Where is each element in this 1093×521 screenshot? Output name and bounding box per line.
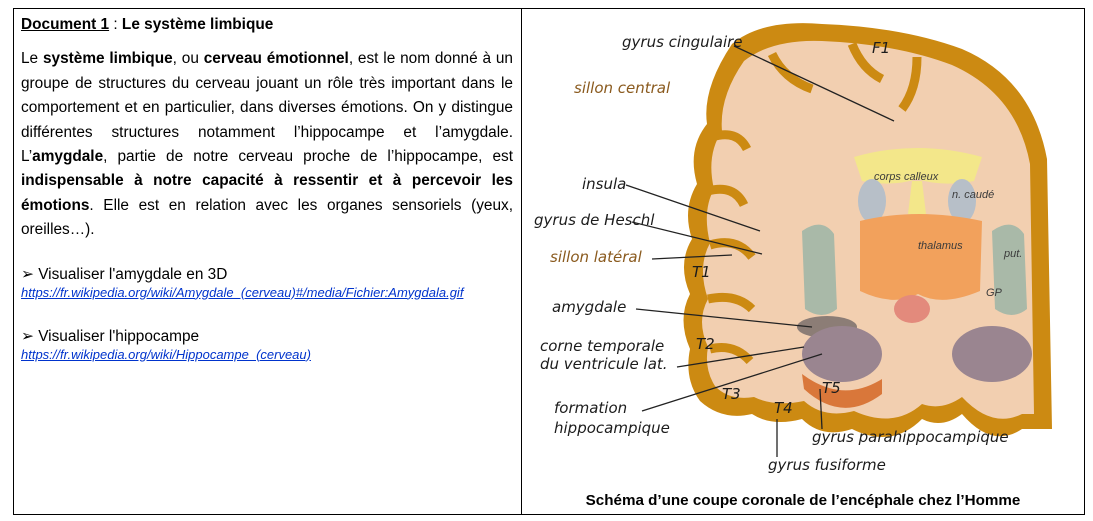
diagram-caption: Schéma d’une coupe coronale de l’encépha… bbox=[585, 492, 1021, 509]
link-amygdale[interactable]: https://fr.wikipedia.org/wiki/Amygdale_(… bbox=[21, 284, 464, 300]
intro-paragraph: Le système limbique, ou cerveau émotionn… bbox=[21, 47, 513, 242]
label-T2: T2 bbox=[696, 335, 715, 353]
document-title: Document 1 : Le système limbique bbox=[21, 16, 274, 33]
hippocampus-left bbox=[802, 326, 882, 382]
label-T4: T4 bbox=[774, 399, 793, 417]
label-T5: T5 bbox=[822, 379, 841, 397]
cortex-folds bbox=[706, 42, 922, 365]
label-corne-temporale-1: corne temporale bbox=[540, 337, 664, 355]
putamen-left bbox=[802, 224, 837, 315]
label-amygdale: amygdale bbox=[552, 298, 626, 316]
label-formation-1: formation bbox=[554, 399, 627, 417]
link-label-amygdale: Visualiser l'amygdale en 3D bbox=[38, 265, 228, 283]
label-sillon-central: sillon central bbox=[574, 79, 671, 97]
label-GP: GP bbox=[986, 287, 1003, 299]
intro-segment: , est le nom donné à un groupe de struct… bbox=[21, 50, 513, 166]
label-gyrus-cingulaire: gyrus cingulaire bbox=[622, 33, 743, 51]
intro-segment: , partie de notre cerveau proche de l’hi… bbox=[103, 148, 513, 166]
link-block-amygdale: ➢ Visualiser l'amygdale en 3D https://fr… bbox=[21, 265, 513, 301]
document-table: Document 1 : Le système limbique Le syst… bbox=[13, 8, 1085, 515]
septum bbox=[908, 181, 926, 214]
intro-segment: indispensable à notre capacité à ressent… bbox=[21, 172, 513, 214]
label-thalamus: thalamus bbox=[918, 240, 963, 252]
label-formation-2: hippocampique bbox=[554, 419, 670, 437]
label-F1: F1 bbox=[872, 39, 890, 57]
intro-segment: cerveau émotionnel bbox=[203, 50, 349, 68]
label-corps-calleux: corps calleux bbox=[874, 171, 939, 183]
label-gyrus-parahippocampique: gyrus parahippocampique bbox=[812, 428, 1009, 446]
caudate-right bbox=[948, 179, 976, 223]
hippocampus-right bbox=[952, 326, 1032, 382]
intro-segment: , ou bbox=[172, 50, 204, 68]
intro-segment: amygdale bbox=[32, 148, 104, 166]
document-number: Document 1 bbox=[21, 16, 110, 33]
bullet-arrow-icon: ➢ bbox=[21, 265, 34, 283]
intro-segment: système limbique bbox=[42, 50, 173, 68]
caudate-left bbox=[858, 179, 886, 223]
label-n-caude: n. caudé bbox=[952, 189, 994, 201]
intro-segment: . Elle est en relation avec les organes … bbox=[21, 196, 513, 239]
bullet-arrow-icon: ➢ bbox=[21, 327, 34, 345]
leader-lines bbox=[625, 45, 895, 457]
putamen-right bbox=[992, 224, 1027, 315]
corps-calleux bbox=[854, 148, 982, 184]
label-sillon-lateral: sillon latéral bbox=[550, 248, 643, 266]
brain-coronal-section-diagram: F1 T1 T2 T3 T4 T5 corps calleux n. caudé… bbox=[534, 23, 1052, 474]
label-gyrus-heschl: gyrus de Heschl bbox=[534, 211, 655, 229]
link-block-hippocampe: ➢ Visualiser l'hippocampe https://fr.wik… bbox=[21, 327, 513, 363]
intro-segment: Le bbox=[21, 50, 43, 68]
thalamus bbox=[860, 214, 982, 300]
label-put: put. bbox=[1003, 248, 1022, 260]
link-label-hippocampe: Visualiser l'hippocampe bbox=[38, 327, 200, 345]
label-T1: T1 bbox=[692, 263, 711, 281]
label-T3: T3 bbox=[722, 385, 741, 403]
link-hippocampe[interactable]: https://fr.wikipedia.org/wiki/Hippocampe… bbox=[21, 346, 311, 362]
label-gyrus-fusiforme: gyrus fusiforme bbox=[768, 456, 886, 474]
label-corne-temporale-2: du ventricule lat. bbox=[540, 355, 668, 373]
red-nuclei bbox=[894, 295, 930, 323]
parahippocampal-left bbox=[802, 374, 882, 408]
document-title-text: Le système limbique bbox=[121, 16, 274, 33]
label-insula: insula bbox=[582, 175, 626, 193]
diagram-cell: F1 T1 T2 T3 T4 T5 corps calleux n. caudé… bbox=[522, 9, 1084, 514]
text-cell: Document 1 : Le système limbique Le syst… bbox=[14, 9, 522, 514]
